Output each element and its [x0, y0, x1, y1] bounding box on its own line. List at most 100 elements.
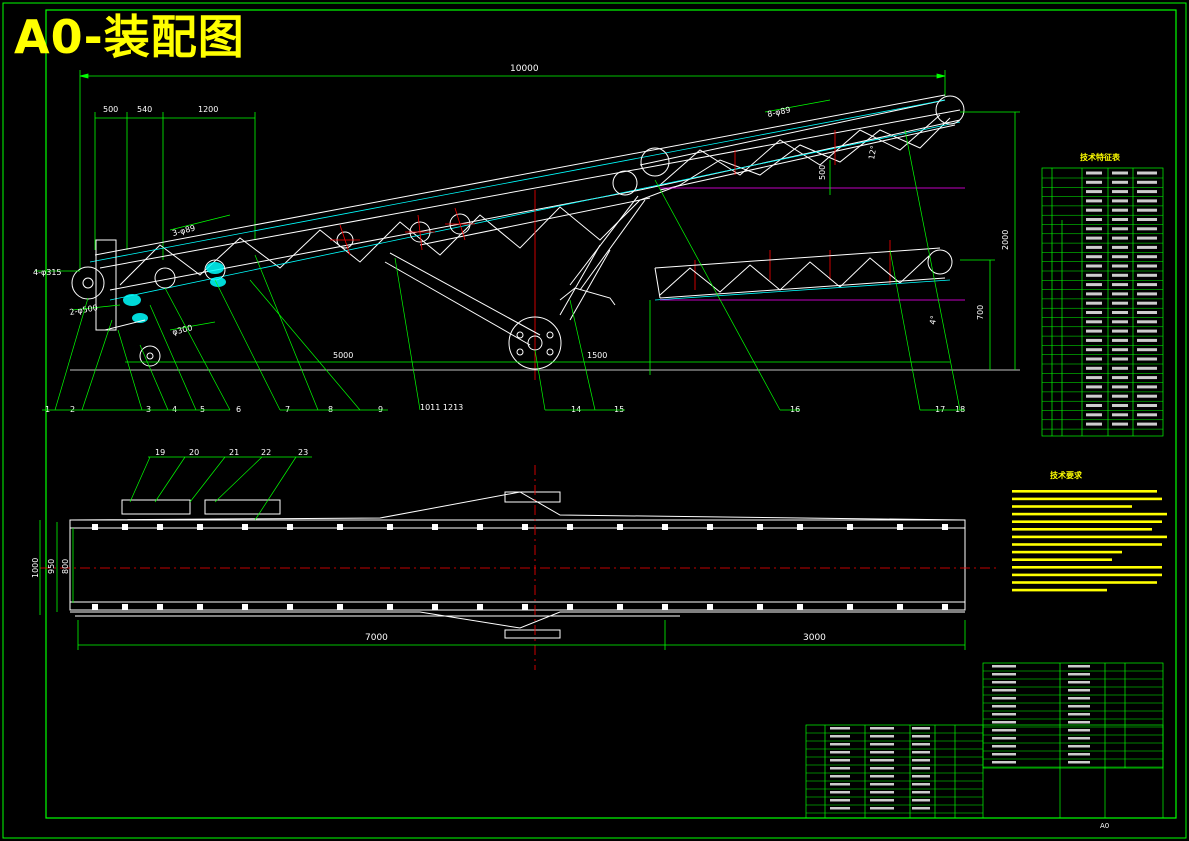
part-number-1: 1	[45, 405, 50, 414]
spec-table-cell-mark	[1137, 227, 1157, 231]
angle-12: 12°	[867, 145, 878, 161]
title-block-cell-mark	[870, 735, 894, 738]
spec-table-cell-mark	[1086, 227, 1102, 231]
plan-roller	[387, 604, 393, 610]
spec-table-cell-mark	[1112, 236, 1128, 240]
part-numbers-plan: 19 20 21 22 23	[155, 448, 308, 457]
spec-table-cell-mark	[1137, 338, 1157, 342]
spec-table-cell-mark	[1112, 422, 1128, 426]
idler-highlights	[123, 262, 226, 323]
title-block-cell-mark	[912, 783, 930, 786]
spec-table-cell-mark	[1137, 273, 1157, 277]
spec-table-cell-mark	[1086, 404, 1102, 407]
magenta-accents	[660, 187, 965, 301]
plan-roller	[847, 604, 853, 610]
spec-table-cell-mark	[1112, 218, 1128, 221]
plan-roller	[432, 524, 438, 530]
spec-table-cell-mark	[1112, 190, 1128, 194]
spec-table-cell-mark	[1137, 208, 1157, 212]
spec-table-cell-mark	[1112, 292, 1128, 296]
dim-top-small	[94, 112, 256, 260]
part-number-leaders	[54, 129, 961, 411]
part-number-17: 17	[935, 405, 945, 414]
dim-text-10000: 10000	[510, 64, 539, 74]
spec-table-cell-mark	[1137, 255, 1157, 259]
spec-table-cell-mark	[1112, 413, 1128, 417]
spec-table-heading: 技术特征表	[1080, 152, 1121, 162]
plan-roller	[157, 604, 163, 610]
spec-table-cell-mark	[1086, 413, 1102, 417]
spec-table-cell-mark	[1137, 320, 1157, 324]
title-block-cell-mark	[830, 735, 850, 738]
plan-roller	[122, 524, 128, 530]
spec-table-cell-mark	[1112, 357, 1128, 361]
wheel	[508, 316, 562, 370]
plan-roller	[122, 604, 128, 610]
spec-table-cell-mark	[1112, 273, 1128, 277]
plan-roller	[157, 524, 163, 530]
title-block-cell-mark	[830, 791, 850, 794]
plan-roller	[707, 524, 713, 530]
spec-table-cell-mark	[1137, 180, 1157, 184]
inner-frame	[45, 9, 1177, 819]
title-block-cell-mark	[830, 743, 850, 746]
spec-table-cell-mark	[1086, 255, 1102, 259]
spec-table-cell-mark	[1137, 199, 1157, 203]
title-block-cell-mark	[912, 735, 930, 738]
plan-dims	[39, 520, 966, 650]
plan-roller	[897, 604, 903, 610]
plan-roller	[387, 524, 393, 530]
plan-roller	[522, 524, 528, 530]
spec-table-cell-mark	[1137, 292, 1157, 296]
parts-list-cell-mark	[1068, 713, 1090, 716]
tech-requirement-line	[1012, 566, 1162, 569]
plan-roller	[707, 604, 713, 610]
part-number-5: 5	[200, 405, 205, 414]
part-number-15: 15	[614, 405, 624, 414]
spec-table-cell-mark	[1112, 385, 1128, 389]
spec-table: 技术特征表	[1041, 152, 1164, 437]
spec-table-cell-mark	[1137, 394, 1157, 398]
dim-right	[125, 111, 1020, 375]
spec-table-cell-mark	[1137, 366, 1157, 370]
plan-roller	[197, 604, 203, 610]
spec-table-cell-mark	[1112, 301, 1128, 305]
parts-list-cell-mark	[1068, 761, 1090, 764]
parts-list-cell-mark	[1068, 673, 1090, 676]
part-number-7: 7	[285, 405, 290, 414]
spec-table-cell-mark	[1086, 273, 1102, 277]
parts-list-cell-mark	[992, 689, 1016, 692]
callout-drum-left: 4-φ315	[33, 268, 62, 277]
tech-requirement-line	[1012, 535, 1167, 539]
callout-drum-lower: 2-φ500	[69, 303, 99, 317]
dim-text-800: 800	[61, 559, 70, 574]
plan-roller	[337, 524, 343, 530]
tech-requirement-line	[1012, 512, 1167, 516]
lower-belt	[654, 279, 951, 301]
plan-roller	[567, 604, 573, 610]
tech-requirements: 技术要求	[1012, 470, 1167, 592]
spec-table-cell-mark	[1137, 283, 1157, 287]
spec-table-cell-mark	[1086, 376, 1102, 380]
part-number-23: 23	[298, 448, 308, 457]
spec-table-cell-mark	[1112, 348, 1128, 352]
spec-table-cell-mark	[1137, 311, 1157, 314]
spec-table-cell-mark	[1137, 385, 1157, 389]
spec-table-cell-mark	[1086, 394, 1102, 398]
dim-text-1200: 1200	[198, 105, 218, 114]
spec-table-cell-mark	[1137, 422, 1157, 426]
tail-drum	[71, 266, 105, 300]
title-block-cell-mark	[912, 799, 930, 802]
title-block-cell-mark	[870, 783, 894, 786]
dim-overall-length	[79, 70, 946, 270]
plan-roller	[197, 524, 203, 530]
spec-table-cell-mark	[1086, 218, 1102, 221]
title-block-cell-mark	[912, 727, 930, 730]
part-number-2: 2	[70, 405, 75, 414]
support-legs	[95, 195, 646, 370]
title-block-cell-mark	[830, 799, 850, 802]
tech-requirement-line	[1012, 497, 1162, 501]
dim-text-2000: 2000	[1001, 230, 1010, 250]
spec-table-cell-mark	[1137, 245, 1157, 249]
